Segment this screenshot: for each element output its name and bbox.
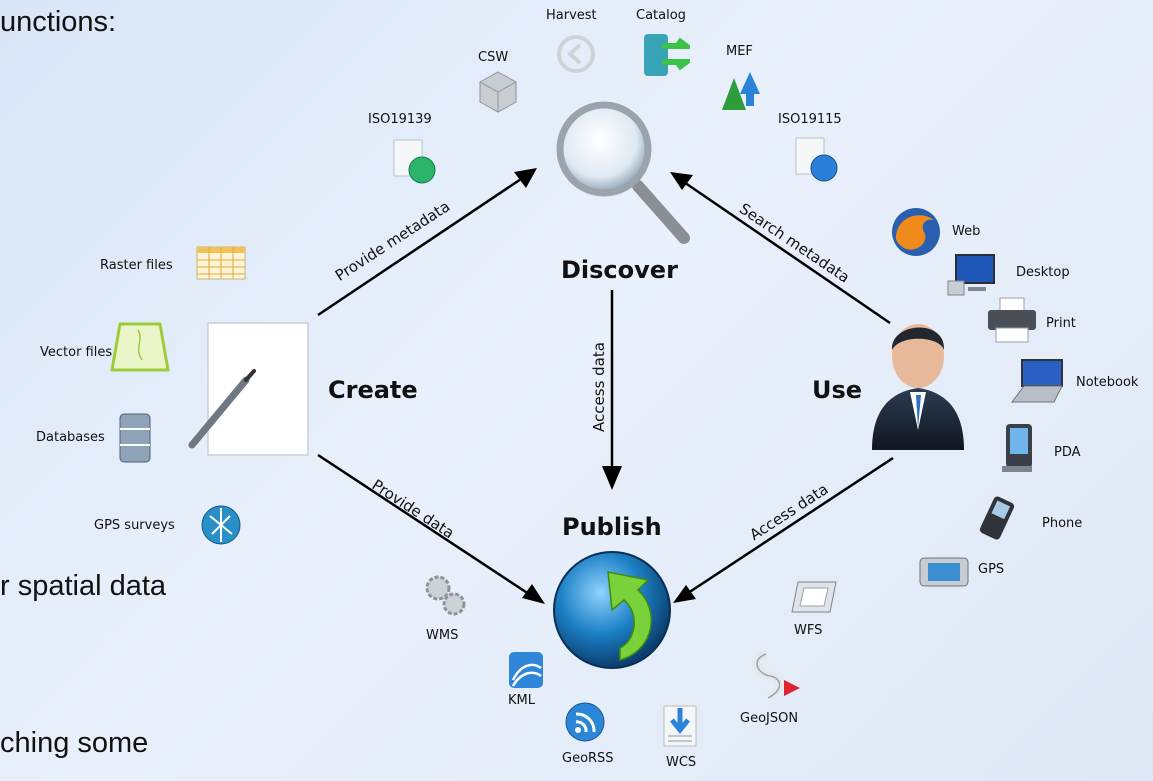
wms-gears-icon	[425, 575, 466, 616]
print-label: Print	[1046, 316, 1076, 331]
wcs-icon	[663, 705, 697, 747]
iso19139-label: ISO19139	[368, 112, 432, 127]
arrow-provide-data	[317, 453, 545, 604]
firefox-web-icon	[892, 208, 940, 256]
harvest-label: Harvest	[546, 8, 597, 23]
gps-satellite-icon	[201, 505, 241, 545]
kml-icon	[509, 652, 543, 688]
slide-text-functions: unctions:	[0, 6, 117, 38]
gps-surveys-label: GPS surveys	[94, 518, 175, 533]
phone-label: Phone	[1042, 516, 1083, 531]
desktop-monitor-icon	[947, 254, 995, 296]
gps-device-icon	[919, 557, 969, 587]
csw-label: CSW	[478, 50, 509, 65]
printer-icon	[988, 297, 1036, 343]
kml-label: KML	[508, 693, 535, 708]
vector-map-icon	[110, 322, 170, 372]
arrow-search-metadata	[670, 172, 891, 325]
desktop-label: Desktop	[1016, 265, 1070, 280]
user-person-icon	[872, 324, 964, 450]
node-use-label: Use	[812, 376, 863, 404]
arrow-access-data-vertical	[602, 290, 622, 490]
document-pen-icon	[188, 322, 309, 456]
csw-cube-icon	[479, 71, 517, 113]
magnifying-glass-icon	[556, 101, 690, 244]
georss-icon	[565, 702, 605, 742]
gps-label: GPS	[978, 562, 1005, 577]
mef-icon	[722, 72, 760, 110]
node-create-label: Create	[328, 376, 418, 404]
mef-label: MEF	[726, 44, 753, 59]
wfs-label: WFS	[794, 623, 823, 638]
catalog-icon	[644, 34, 690, 76]
geojson-icon	[752, 650, 800, 702]
raster-grid-icon	[196, 246, 246, 280]
georss-label: GeoRSS	[562, 751, 614, 766]
raster-files-label: Raster files	[100, 258, 173, 273]
iso19115-icon	[795, 137, 838, 182]
edge-label-access-data-vertical: Access data	[589, 342, 608, 432]
iso19139-icon	[393, 139, 436, 184]
catalog-label: Catalog	[636, 8, 686, 23]
pda-label: PDA	[1054, 445, 1081, 460]
wms-label: WMS	[426, 628, 459, 643]
node-publish-label: Publish	[562, 513, 662, 541]
wcs-label: WCS	[666, 755, 697, 770]
geojson-label: GeoJSON	[740, 711, 799, 726]
iso19115-label: ISO19115	[778, 112, 842, 127]
slide-text-spatial-data: r spatial data	[0, 570, 167, 602]
wfs-icon	[791, 581, 837, 613]
web-label: Web	[952, 224, 981, 239]
notebook-label: Notebook	[1076, 375, 1139, 390]
arrow-provide-metadata	[317, 168, 537, 317]
harvest-icon	[557, 35, 595, 73]
vector-files-label: Vector files	[40, 345, 113, 360]
pda-icon	[1002, 424, 1032, 472]
notebook-laptop-icon	[1011, 359, 1063, 403]
phone-icon	[979, 496, 1015, 540]
node-discover-label: Discover	[561, 256, 678, 284]
database-icon	[119, 413, 151, 463]
databases-label: Databases	[36, 430, 105, 445]
globe-publish-icon	[553, 551, 671, 669]
slide-text-matching: ching some	[0, 727, 149, 759]
arrow-access-data-right	[673, 456, 894, 603]
